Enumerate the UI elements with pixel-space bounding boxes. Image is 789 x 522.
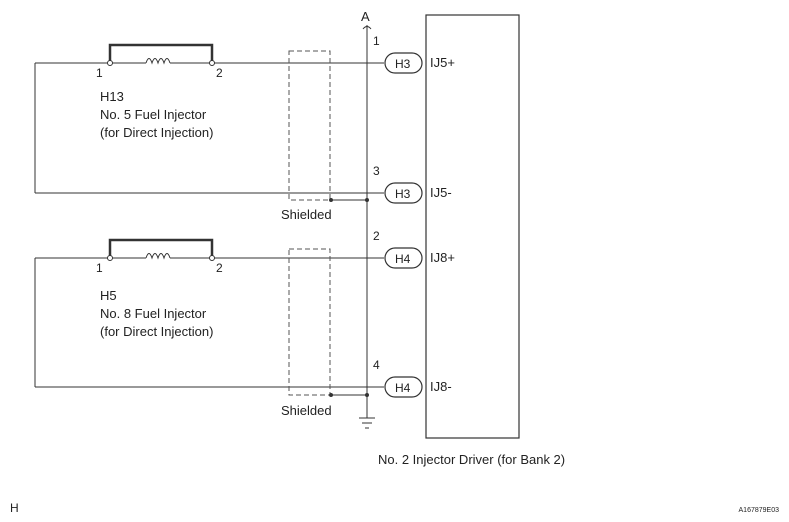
svg-text:1: 1 (373, 34, 380, 48)
ground-bus (359, 25, 375, 429)
driver-pin-ij8-plus: 2 H4 IJ8+ (373, 229, 455, 269)
injector-terminal-1 (107, 60, 113, 66)
svg-text:H4: H4 (395, 252, 411, 266)
svg-text:4: 4 (373, 358, 380, 372)
injector-note: (for Direct Injection) (100, 125, 213, 140)
ground-bus-label: A (361, 9, 370, 24)
injector-code: H5 (100, 288, 117, 303)
driver-name: No. 2 Injector Driver (for Bank 2) (378, 452, 565, 467)
svg-text:IJ5-: IJ5- (430, 185, 452, 200)
driver-pin-ij5-plus: 1 H3 IJ5+ (373, 34, 455, 74)
shield-label: Shielded (281, 403, 332, 418)
corner-section-letter: H (10, 501, 19, 515)
injector-name: No. 8 Fuel Injector (100, 306, 207, 321)
injector-code: H13 (100, 89, 124, 104)
injector-terminal-1 (107, 255, 113, 261)
injector-terminal-2 (209, 60, 215, 66)
svg-text:H3: H3 (395, 187, 411, 201)
shield-box (288, 248, 331, 396)
svg-text:2: 2 (373, 229, 380, 243)
injector-name: No. 5 Fuel Injector (100, 107, 207, 122)
svg-text:3: 3 (373, 164, 380, 178)
injector-pin-right: 2 (216, 66, 223, 80)
figure-code: A167879E03 (739, 507, 780, 514)
svg-text:IJ8-: IJ8- (430, 379, 452, 394)
driver-pin-ij5-minus: 3 H3 IJ5- (373, 164, 452, 204)
svg-text:IJ5+: IJ5+ (430, 55, 455, 70)
injector-terminal-2 (209, 255, 215, 261)
injector-circuit-h5 (34, 238, 384, 397)
injector-pin-left: 1 (96, 261, 103, 275)
injector-pin-right: 2 (216, 261, 223, 275)
injector-pin-left: 1 (96, 66, 103, 80)
svg-text:IJ8+: IJ8+ (430, 250, 455, 265)
svg-text:H4: H4 (395, 381, 411, 395)
injector-circuit-h13 (34, 43, 384, 202)
shield-label: Shielded (281, 207, 332, 222)
driver-pin-ij8-minus: 4 H4 IJ8- (373, 358, 452, 398)
injector-driver-box (425, 14, 520, 439)
injector-note: (for Direct Injection) (100, 324, 213, 339)
shield-box (288, 50, 331, 201)
svg-text:H3: H3 (395, 57, 411, 71)
